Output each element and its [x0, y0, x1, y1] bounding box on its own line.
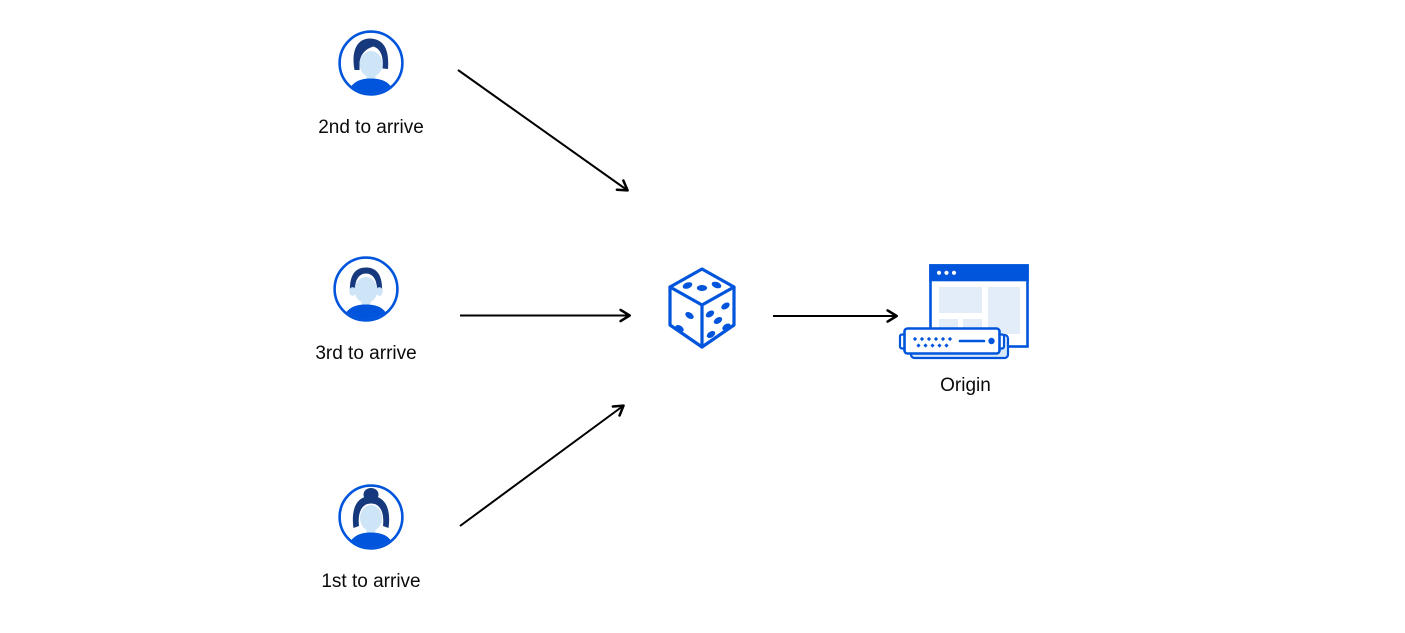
node-random-dice: [666, 265, 738, 351]
node-label-user-third: 3rd to arrive: [315, 343, 417, 364]
node-origin: Origin: [898, 262, 1033, 398]
node-user-first: 1st to arrive: [301, 483, 441, 594]
person-avatar-icon: [338, 30, 404, 96]
server-icon: [898, 327, 1010, 360]
node-label-user-second: 2nd to arrive: [318, 117, 424, 138]
person-avatar-icon: [338, 484, 404, 550]
node-user-third: 3rd to arrive: [296, 255, 436, 366]
arrow-user-second-to-dice: [457, 69, 629, 192]
person-avatar-icon: [333, 256, 399, 322]
origin-server-icon: [898, 264, 1029, 360]
node-label-origin: Origin: [940, 375, 991, 396]
node-label-user-first: 1st to arrive: [321, 571, 421, 592]
node-user-second: 2nd to arrive: [301, 29, 441, 140]
dice-icon: [668, 267, 736, 349]
arrow-user-first-to-dice: [459, 404, 625, 527]
